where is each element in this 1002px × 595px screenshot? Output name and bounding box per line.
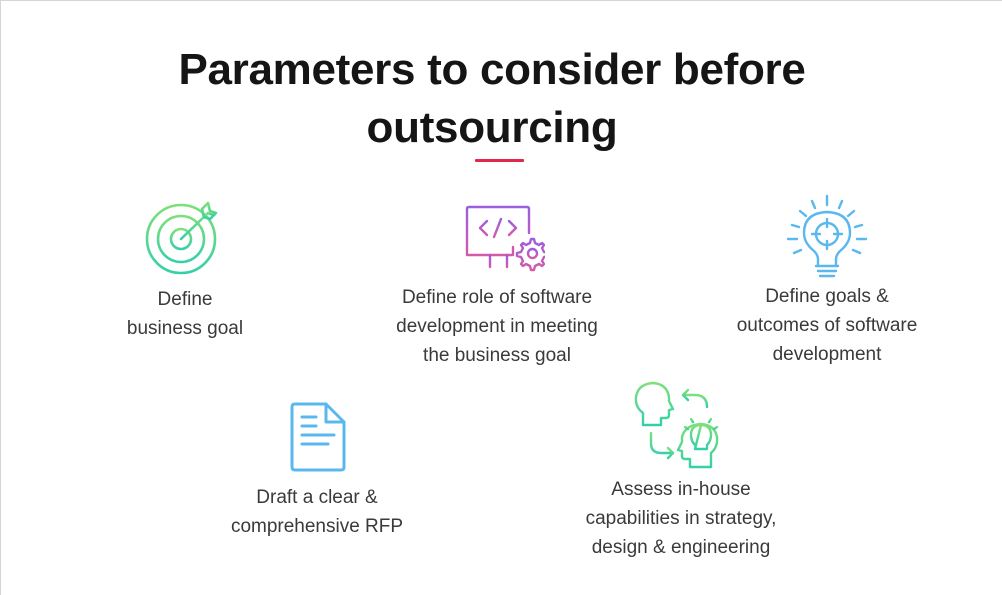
heads-idea-exchange-icon <box>634 381 721 469</box>
item-label: Assess in-house capabilities in strategy… <box>585 479 777 558</box>
title-line-2: outsourcing <box>366 103 618 152</box>
item-label: Define business goal <box>126 289 244 339</box>
lightbulb-target-icon <box>786 194 868 278</box>
item-draft-rfp: Draft a clear & comprehensive RFP <box>207 399 427 541</box>
page-title: Parameters to consider before outsourcin… <box>1 41 983 157</box>
item-define-goals-outcomes: Define goals & outcomes of software deve… <box>707 193 947 369</box>
document-icon <box>290 402 346 472</box>
item-label: Define role of software development in m… <box>396 287 598 366</box>
item-define-software-role: Define role of software development in m… <box>365 197 629 370</box>
item-assess-capabilities: Assess in-house capabilities in strategy… <box>553 379 809 562</box>
item-label: Define goals & outcomes of software deve… <box>736 286 918 365</box>
title-line-1: Parameters to consider before <box>178 45 806 94</box>
title-underline-divider <box>475 159 524 162</box>
monitor-code-gear-icon <box>465 205 545 272</box>
item-define-business-goal: Define business goal <box>85 197 285 343</box>
target-icon <box>145 201 218 275</box>
item-label: Draft a clear & comprehensive RFP <box>230 487 404 537</box>
